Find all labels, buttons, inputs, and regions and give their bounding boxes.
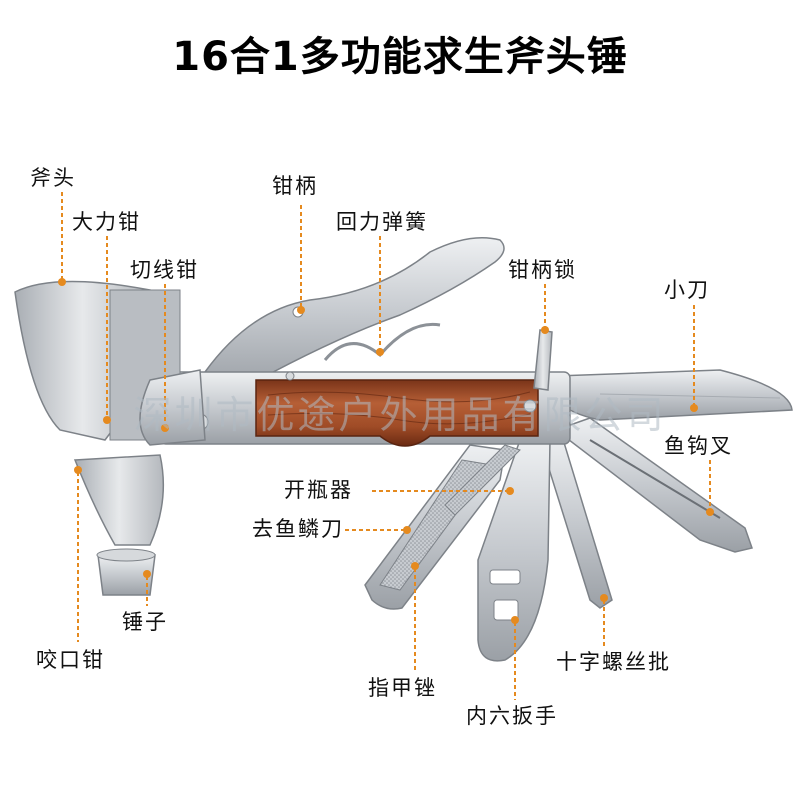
label-bite-pliers: 咬口钳 — [36, 648, 105, 672]
label-fish-scaler: 去鱼鳞刀 — [252, 517, 344, 541]
label-handle-lock: 钳柄锁 — [508, 258, 577, 282]
hex-wrench-arm — [477, 439, 551, 662]
page-title: 16合1多功能求生斧头锤 — [172, 34, 628, 80]
leader-dot-locking-pliers — [103, 416, 111, 424]
leader-dot-nail-file — [411, 562, 419, 570]
label-axe-head: 斧头 — [30, 166, 76, 190]
leader-dot-small-knife — [690, 404, 698, 412]
watermark-text: 深圳市优途户外用品有限公司 — [133, 393, 667, 437]
leader-dot-fish-hook-fork — [706, 508, 714, 516]
leader-dot-bite-pliers — [74, 466, 82, 474]
leader-dot-handle-lock — [541, 326, 549, 334]
leader-dot-hex-wrench — [511, 616, 519, 624]
main-body — [159, 371, 571, 447]
plier-handle-arm — [203, 237, 505, 391]
label-wire-cutter: 切线钳 — [130, 258, 199, 282]
label-bottle-opener: 开瓶器 — [284, 478, 353, 502]
label-plier-handle: 钳柄 — [272, 174, 318, 198]
nail-file-blade — [444, 444, 521, 516]
label-phillips-screwdriver: 十字螺丝批 — [556, 650, 671, 674]
label-small-knife: 小刀 — [664, 278, 710, 302]
leader-dot-axe-head — [58, 278, 66, 286]
label-hex-wrench: 内六扳手 — [466, 704, 558, 728]
leader-dot-bottle-opener — [506, 487, 514, 495]
handle-lock-lever — [533, 329, 553, 391]
plier-jaws — [139, 369, 206, 446]
label-locking-pliers: 大力钳 — [72, 210, 141, 234]
leader-dot-phillips-screwdriver — [600, 594, 608, 602]
leader-lines — [58, 192, 714, 700]
label-hammer: 锤子 — [122, 610, 168, 634]
leader-dot-fish-scaler — [403, 526, 411, 534]
leader-dot-wire-cutter — [161, 424, 169, 432]
leader-dot-return-spring — [376, 348, 384, 356]
leader-dot-plier-handle — [297, 306, 305, 314]
label-nail-file: 指甲锉 — [368, 676, 437, 700]
label-return-spring: 回力弹簧 — [336, 210, 428, 234]
hammer-head-shape — [73, 454, 165, 596]
leader-dot-hammer — [143, 570, 151, 578]
label-fish-hook-fork: 鱼钩叉 — [664, 434, 733, 458]
